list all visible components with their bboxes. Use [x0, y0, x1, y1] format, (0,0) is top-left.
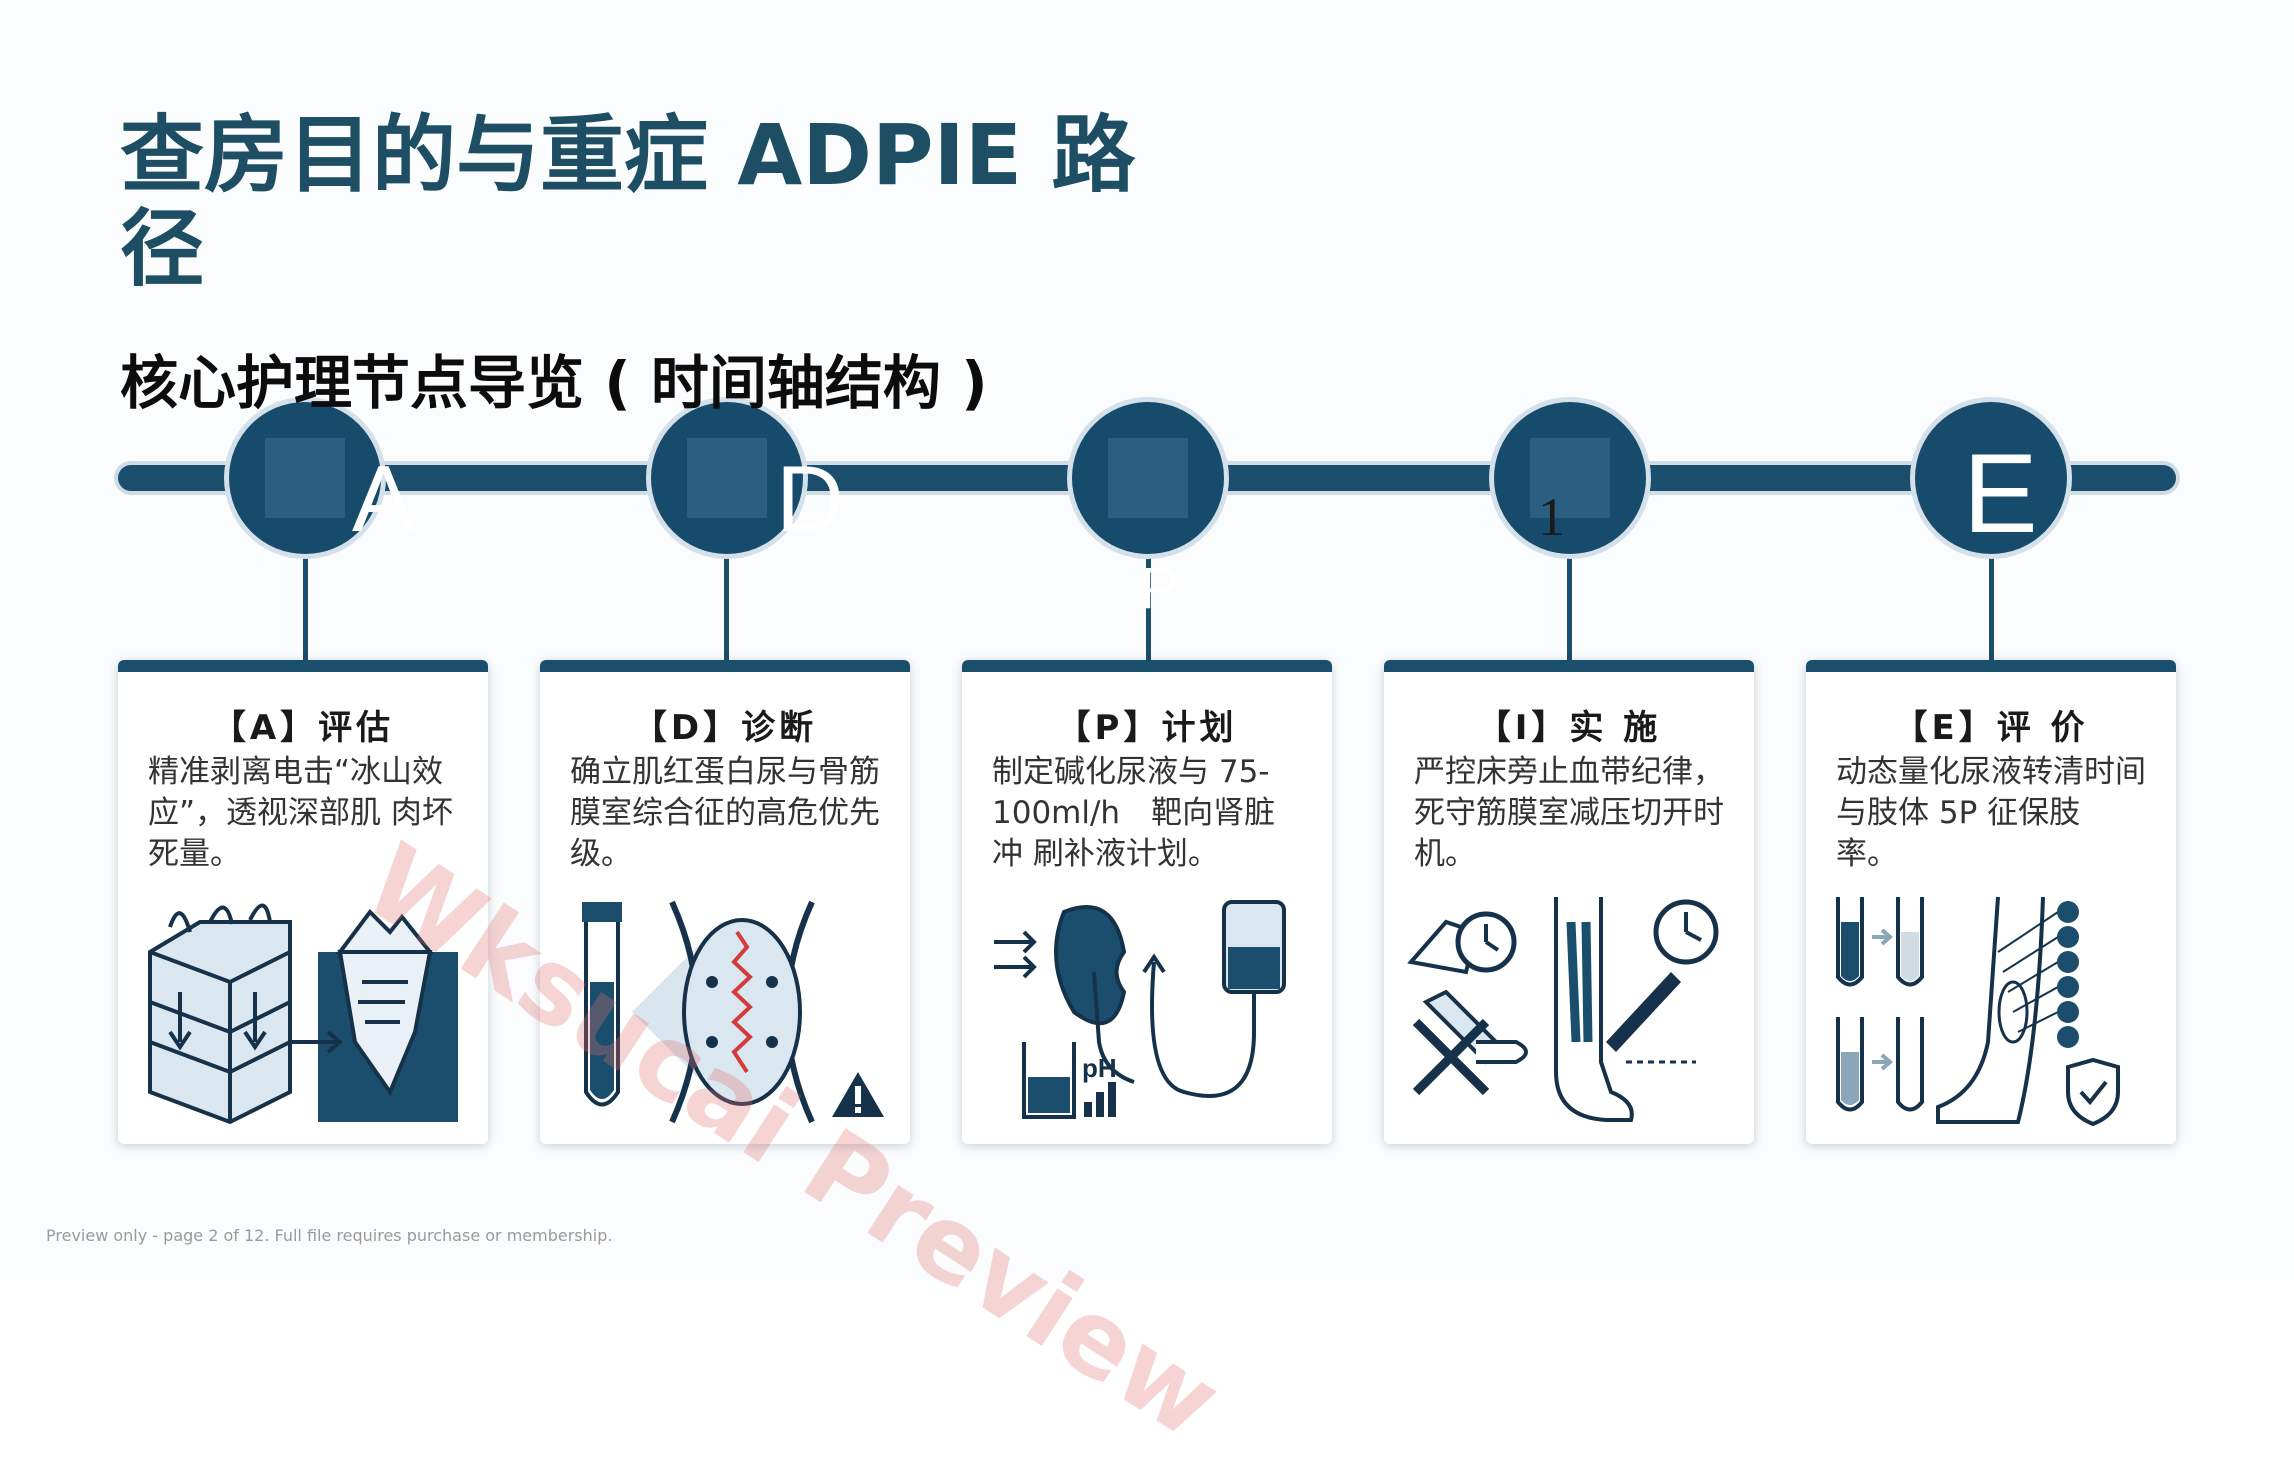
timeline-node-i — [1494, 402, 1646, 554]
node-letter: A — [352, 446, 415, 551]
test-tube-icon — [582, 902, 622, 1107]
clock-icon — [1653, 899, 1719, 965]
timeline-node-d — [651, 402, 803, 554]
timeline-node-e — [1915, 402, 2067, 554]
warning-icon — [832, 1072, 884, 1117]
card-body: 确立肌红蛋白尿与骨筋膜室综合征的高危优先级。 — [570, 754, 880, 872]
implementation-illustration — [1407, 897, 1719, 1122]
footer-note: Preview only - page 2 of 12. Full file r… — [46, 1226, 613, 1245]
timeline-node-a — [229, 402, 381, 554]
evaluation-illustration — [1836, 896, 2120, 1127]
timeline-connector — [1146, 554, 1151, 664]
iv-bag-icon — [1142, 900, 1286, 1098]
timeline-node-p — [1072, 402, 1224, 554]
card-heading: 【P】计划 — [1056, 708, 1238, 748]
plan-illustration: pH — [994, 900, 1286, 1119]
slide: 查房目的与重症 ADPIE 路径 核心护理节点导览 ( 时间轴结构 ) A D … — [46, 106, 2176, 1462]
section-subtitle: 核心护理节点导览 ( 时间轴结构 ) — [120, 349, 988, 417]
card-implementation: 【I】实 施 严控床旁止血带纪律，死守筋膜室减压切开时机。 — [1384, 660, 1754, 1144]
card-body: 精准剥离电击“冰山效应”，透视深部肌 肉坏死量。 — [148, 754, 453, 872]
card-evaluation: 【E】评 价 动态量化尿液转清时间与肢体 5P 征保肢 率。 — [1806, 660, 2176, 1144]
kidney-icon — [994, 905, 1135, 1084]
node-letter: D — [776, 446, 844, 551]
compartment-icon — [669, 900, 815, 1124]
timeline-connector — [303, 554, 308, 664]
leg-icon — [1554, 897, 1634, 1122]
card-assessment: 【A】评估 精准剥离电击“冰山效应”，透视深部肌 肉坏死量。 — [118, 660, 488, 1144]
beaker-icon — [1022, 1042, 1116, 1119]
page-title: 查房目的与重症 ADPIE 路径 — [120, 106, 1136, 298]
card-heading: 【D】诊断 — [632, 708, 818, 748]
no-tourniquet-icon — [1412, 989, 1528, 1096]
node-letter: 1 — [1538, 487, 1565, 547]
node-letter: E — [1963, 431, 2038, 556]
card-heading: 【E】评 价 — [1893, 708, 2089, 748]
card-heading: 【I】实 施 — [1476, 708, 1662, 748]
card-body: 动态量化尿液转清时间与肢体 5P 征保肢 率。 — [1836, 754, 2146, 872]
ph-label: pH — [1082, 1053, 1117, 1083]
leg-icon — [1936, 896, 2059, 1124]
timeline-connector — [724, 554, 729, 664]
stopwatch-icon — [1407, 911, 1517, 975]
card-body: 严控床旁止血带纪律，死守筋膜室减压切开时机。 — [1414, 754, 1724, 872]
scalpel-icon — [1606, 972, 1696, 1064]
tubes-icon — [1836, 897, 1924, 1112]
checklist-icon — [2057, 901, 2079, 1048]
card-heading: 【A】评估 — [211, 708, 395, 748]
iceberg-icon — [290, 908, 458, 1122]
node-letter: P — [1140, 556, 1179, 621]
skin-layers-icon — [148, 903, 292, 1125]
shield-icon — [2066, 1057, 2120, 1127]
timeline-connector — [1567, 554, 1572, 664]
card-plan: 【P】计划 制定碱化尿液与 75-100ml/h 靶向肾脏冲 刷补液计划。 pH — [962, 660, 1332, 1144]
diagnosis-illustration — [582, 900, 884, 1124]
timeline-connector — [1989, 554, 1994, 664]
card-body: 制定碱化尿液与 75-100ml/h 靶向肾脏冲 刷补液计划。 — [992, 754, 1276, 872]
assessment-illustration — [148, 903, 458, 1125]
card-diagnosis: 【D】诊断 确立肌红蛋白尿与骨筋膜室综合征的高危优先级。 — [540, 660, 910, 1144]
